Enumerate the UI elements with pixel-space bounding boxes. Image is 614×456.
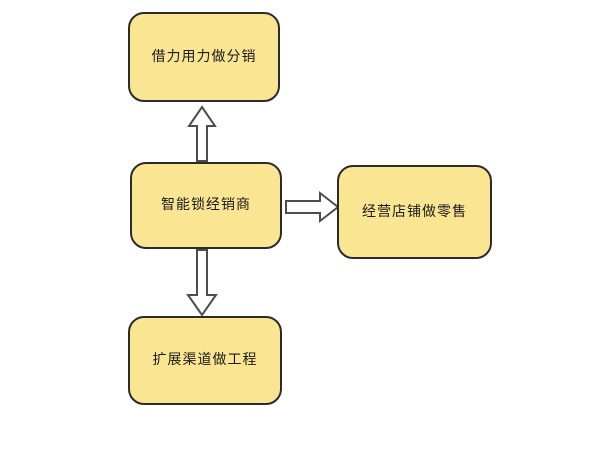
- node-top: 借力用力做分销: [128, 12, 280, 102]
- node-center-label: 智能锁经销商: [161, 197, 251, 214]
- node-bottom-label: 扩展渠道做工程: [152, 352, 258, 369]
- right-arrow: [285, 190, 340, 224]
- node-top-label: 借力用力做分销: [151, 48, 257, 65]
- node-right-label: 经营店铺做零售: [362, 203, 467, 220]
- node-right: 经营店铺做零售: [337, 165, 492, 259]
- node-center: 智能锁经销商: [130, 162, 282, 249]
- up-arrow: [187, 105, 217, 162]
- node-bottom: 扩展渠道做工程: [128, 316, 282, 405]
- down-arrow: [186, 249, 218, 317]
